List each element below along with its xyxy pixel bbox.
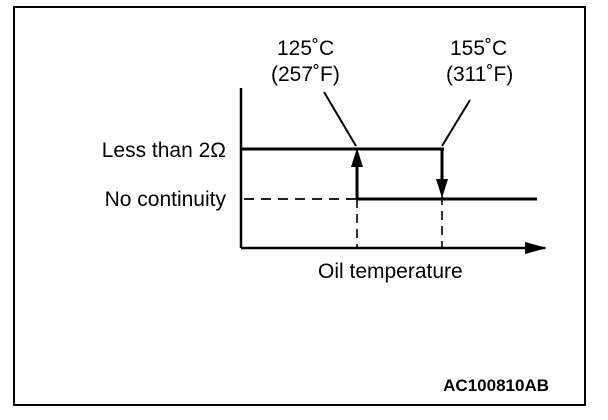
figure-code: AC100810AB [443, 376, 549, 395]
state-low-label: No continuity [105, 188, 227, 211]
off-transition-arrow [436, 179, 448, 198]
on-transition-arrow [351, 148, 363, 167]
on-temp-celsius: 125˚C [277, 37, 334, 60]
diagram-frame [13, 6, 586, 406]
on-temp-fahrenheit: (257˚F) [271, 63, 340, 86]
off-temp-leader [441, 99, 471, 147]
x-axis-label: Oil temperature [318, 260, 463, 283]
state-high-label: Less than 2Ω [102, 139, 226, 162]
off-temp-celsius: 155˚C [450, 37, 507, 60]
on-temp-leader [323, 91, 357, 147]
off-temp-fahrenheit: (311˚F) [446, 63, 513, 86]
